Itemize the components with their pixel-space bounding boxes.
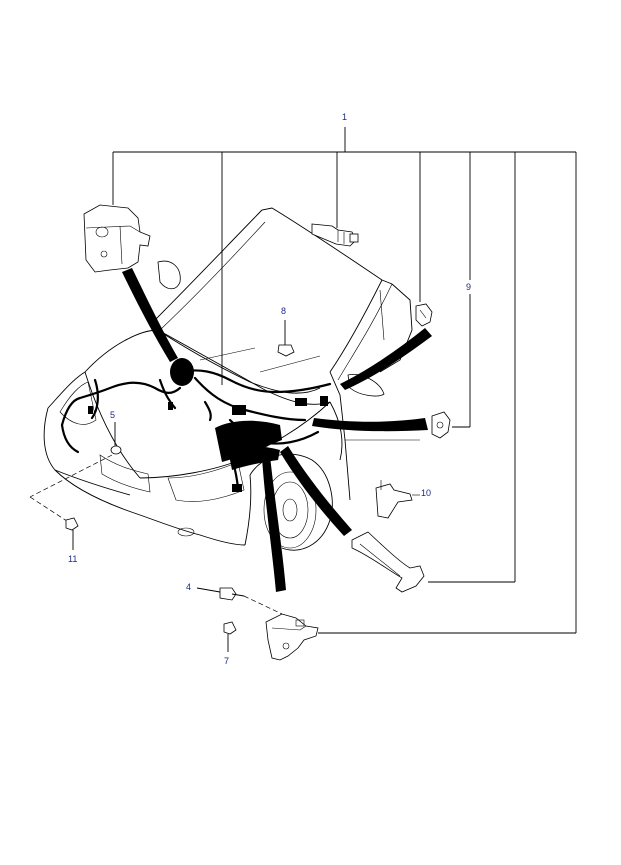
callout-8: 8	[281, 306, 286, 316]
connector-part	[311, 223, 359, 247]
wiring-harness	[60, 358, 332, 492]
callout-5: 5	[110, 410, 115, 420]
relay-box-lower-part	[265, 613, 319, 661]
car-body-outline	[43, 207, 420, 551]
callout-1-bracket	[112, 127, 577, 634]
callout-7: 7	[224, 656, 229, 666]
relay-box-cover-part	[83, 204, 151, 273]
dashed-leader-4	[243, 595, 283, 615]
bracket-part-10	[375, 480, 420, 519]
bolt-part-4	[196, 587, 245, 601]
nut-part-8	[277, 320, 295, 357]
callout-10: 10	[421, 488, 431, 498]
callout-9: 9	[466, 282, 471, 292]
duct-bracket-part	[351, 531, 425, 593]
bolt-part-11	[65, 517, 79, 550]
callout-1: 1	[342, 112, 347, 122]
nut-part-7	[223, 621, 237, 652]
bolt-part-5	[110, 422, 122, 455]
callout-9-leader	[452, 294, 471, 428]
callout-11: 11	[68, 554, 77, 564]
pointer-bands	[122, 268, 432, 592]
dashed-leader-5-11	[29, 454, 113, 524]
bracket-part-9	[431, 411, 451, 439]
callout-4: 4	[186, 582, 191, 592]
callout-labels: 1 9 8 5 10 11 4 7	[68, 112, 471, 666]
clip-part	[415, 303, 433, 327]
